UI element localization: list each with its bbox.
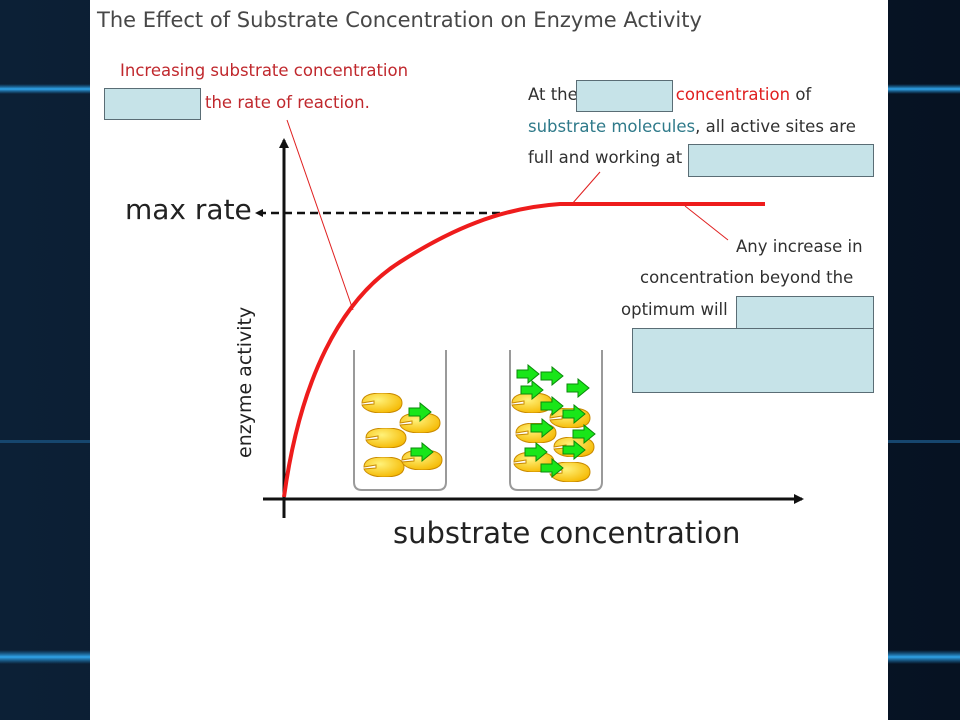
- fill-in-blank-4: [736, 296, 874, 330]
- note-left-line-1: Increasing substrate concentration: [120, 61, 409, 80]
- note-text: , all active sites are: [695, 117, 856, 136]
- max-rate-label: max rate: [125, 193, 252, 226]
- note-left-line-2: the rate of reaction.: [205, 93, 370, 112]
- beaker-low-substrate: [353, 350, 447, 491]
- note-top-right-line-3: full and working at: [528, 148, 683, 167]
- fill-in-blank-5: [632, 328, 874, 393]
- slide-title: The Effect of Substrate Concentration on…: [97, 8, 702, 32]
- note-top-right-line-1: At the concentration of: [528, 85, 811, 104]
- note-bottom-right-line-1: Any increase in: [736, 237, 863, 256]
- note-top-right-line-2: substrate molecules, all active sites ar…: [528, 117, 856, 136]
- note-text-substrate-molecules: substrate molecules: [528, 117, 696, 136]
- note-text: of: [795, 85, 812, 104]
- note-bottom-right-line-2: concentration beyond the: [640, 268, 854, 287]
- y-axis-label: enzyme activity: [234, 306, 256, 458]
- note-text: At the: [528, 85, 578, 104]
- pointer-line-bottom-right: [684, 205, 729, 241]
- note-text-concentration: concentration: [675, 85, 791, 104]
- fill-in-blank-2: [576, 80, 673, 112]
- pointer-line-top-right: [571, 171, 601, 205]
- x-axis-label: substrate concentration: [393, 516, 741, 550]
- activity-curve: [282, 202, 765, 498]
- note-bottom-right-line-3: optimum will: [621, 300, 728, 319]
- beaker-high-substrate: [509, 350, 603, 491]
- fill-in-blank-1: [104, 88, 201, 120]
- fill-in-blank-3: [688, 144, 874, 177]
- pointer-line-left: [286, 119, 354, 311]
